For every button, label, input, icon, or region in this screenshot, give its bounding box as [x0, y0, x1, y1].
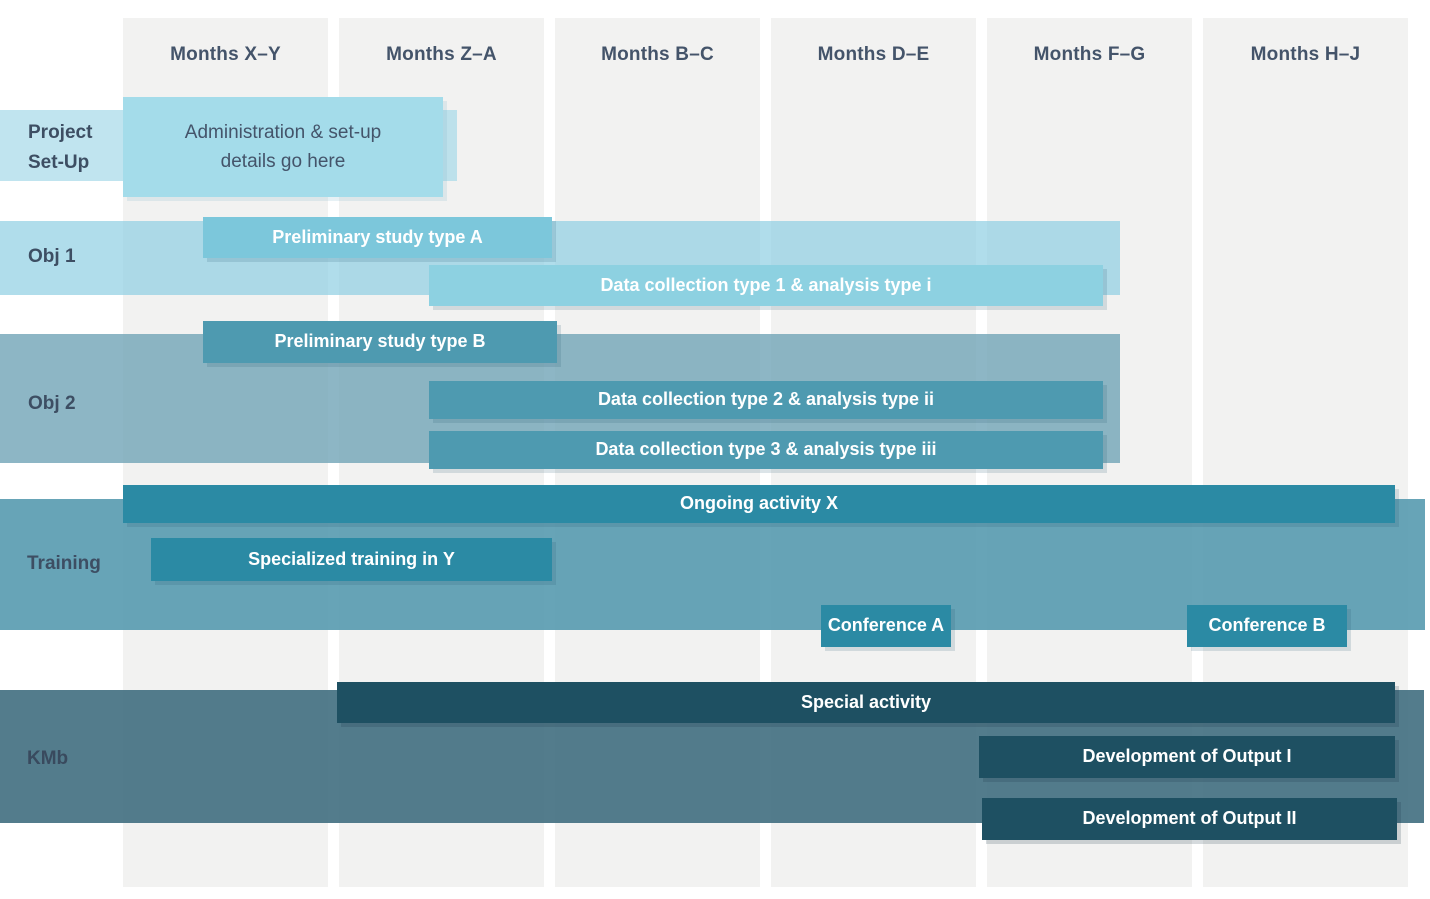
task-bar-conference-b: Conference B: [1187, 605, 1347, 647]
task-bar-data-collection-3: Data collection type 3 & analysis type i…: [429, 431, 1103, 469]
task-bar-data-collection-1: Data collection type 1 & analysis type i: [429, 265, 1103, 306]
task-bar-conference-a: Conference A: [821, 605, 951, 647]
column-header: Months X–Y: [170, 44, 281, 65]
task-bar-preliminary-study-b: Preliminary study type B: [203, 321, 557, 363]
row-label-obj2: Obj 2: [28, 393, 76, 414]
task-bar-data-collection-2: Data collection type 2 & analysis type i…: [429, 381, 1103, 419]
row-label-obj1: Obj 1: [28, 246, 76, 267]
task-bar-preliminary-study-a: Preliminary study type A: [203, 217, 552, 258]
row-label-training: Training: [27, 553, 101, 574]
row-label-project-setup: Project Set-Up: [28, 122, 93, 173]
task-bar-administration: Administration & set-up details go here: [123, 97, 443, 197]
column-header: Months Z–A: [386, 44, 497, 65]
column-header: Months F–G: [1033, 44, 1146, 65]
column-header: Months H–J: [1250, 44, 1361, 65]
task-bar-specialized-training: Specialized training in Y: [151, 538, 552, 581]
task-bar-development-output-1: Development of Output I: [979, 736, 1395, 778]
task-bar-development-output-2: Development of Output II: [982, 798, 1397, 840]
task-bar-special-activity: Special activity: [337, 682, 1395, 723]
column-header: Months D–E: [817, 44, 930, 65]
task-bar-ongoing-activity: Ongoing activity X: [123, 485, 1395, 523]
row-label-kmb: KMb: [27, 748, 69, 769]
column-header: Months B–C: [601, 44, 714, 65]
